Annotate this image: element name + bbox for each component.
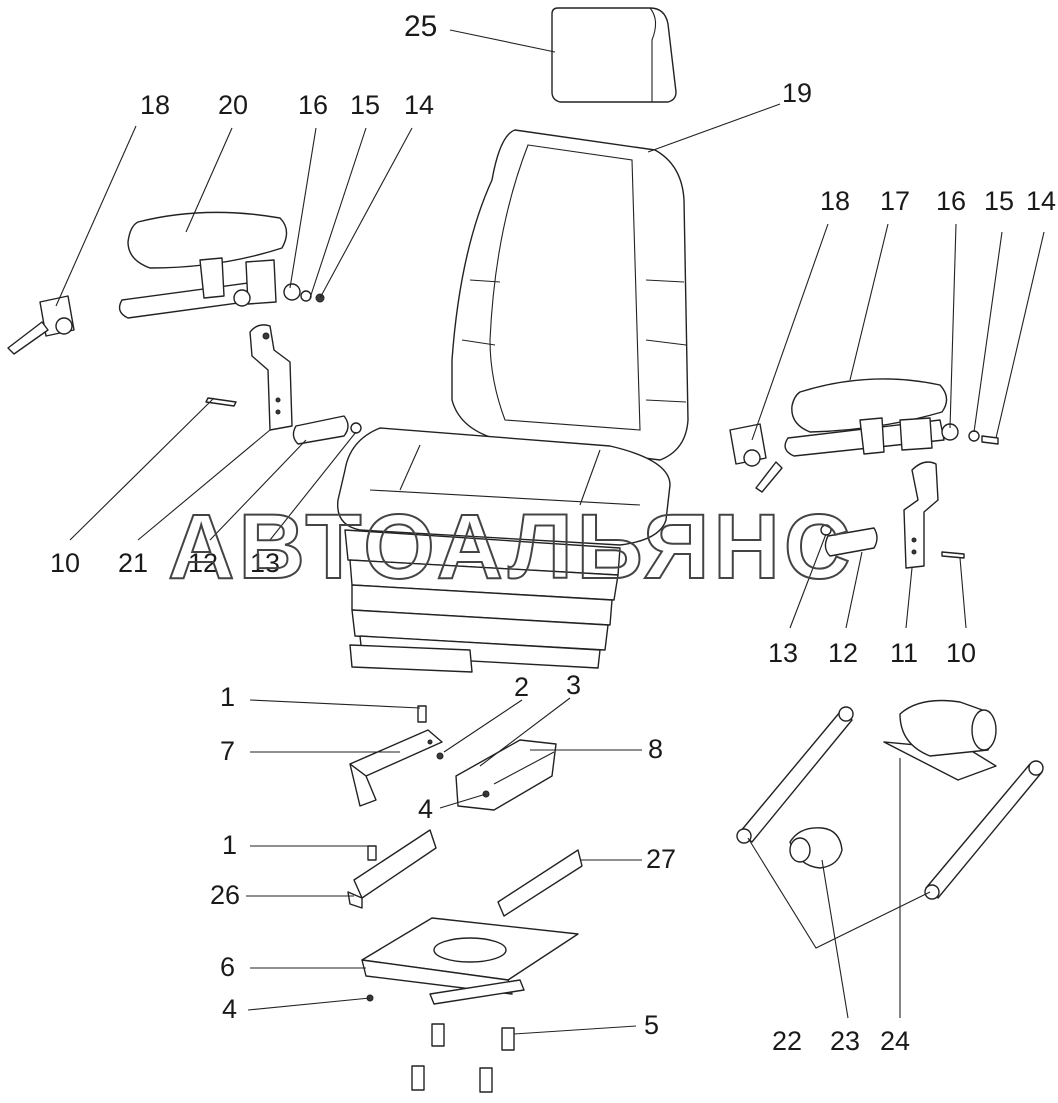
callout-10-left: 10 [50, 548, 80, 578]
leader-lines [55, 29, 1045, 1035]
callout-21: 21 [118, 548, 148, 578]
callout-15-left: 15 [350, 90, 380, 120]
headrest [551, 7, 677, 103]
callout-1-bottom: 1 [222, 830, 237, 860]
callout-12-right: 12 [828, 638, 858, 668]
callout-24: 24 [880, 1026, 910, 1056]
callout-26: 26 [210, 880, 240, 910]
callout-6: 6 [220, 952, 235, 982]
callout-20: 20 [218, 90, 248, 120]
callout-2: 2 [514, 672, 529, 702]
callout-5: 5 [644, 1010, 659, 1040]
armrest-left [118, 211, 325, 319]
callout-4-bottom: 4 [222, 994, 237, 1024]
bracket-right [820, 461, 965, 569]
watermark: АВТОАЛЬЯНС [168, 496, 854, 598]
callout-22: 22 [772, 1026, 802, 1056]
callout-10-right: 10 [946, 638, 976, 668]
suspension-bellows [344, 529, 621, 673]
callout-8: 8 [648, 734, 663, 764]
callout-27: 27 [646, 844, 676, 874]
rubber-buffer [789, 827, 843, 869]
spacers [411, 1023, 515, 1093]
callout-13-right: 13 [768, 638, 798, 668]
callout-1-top: 1 [220, 682, 235, 712]
callout-16-right: 16 [936, 186, 966, 216]
callout-18-right: 18 [820, 186, 850, 216]
callout-7: 7 [220, 736, 235, 766]
rail-27 [497, 849, 583, 917]
rail-26 [347, 829, 437, 909]
callout-14-right: 14 [1026, 186, 1056, 216]
adjuster-right [729, 423, 783, 493]
callout-17: 17 [880, 186, 910, 216]
callout-13-left: 13 [250, 548, 280, 578]
seat-backrest [451, 129, 689, 461]
callout-25: 25 [404, 10, 437, 43]
callout-labels: 25 19 18 20 16 15 14 18 17 16 15 14 10 2… [50, 10, 1056, 1056]
callout-19: 19 [782, 78, 812, 108]
bracket-left [205, 324, 293, 431]
callout-15-right: 15 [984, 186, 1014, 216]
callout-23: 23 [830, 1026, 860, 1056]
adjuster-left [7, 295, 75, 355]
mounting-bracket-8 [455, 739, 557, 811]
mounting-bracket-7 [349, 705, 444, 807]
armrest-right [784, 378, 999, 457]
callout-12-left: 12 [188, 548, 218, 578]
callout-16-left: 16 [298, 90, 328, 120]
air-spring [883, 699, 997, 781]
plate-left [292, 415, 362, 445]
callout-18-left: 18 [140, 90, 170, 120]
seat-cushion [336, 427, 671, 546]
shock-absorbers [736, 706, 1044, 900]
callout-4-top: 4 [418, 794, 433, 824]
callout-11: 11 [890, 638, 918, 668]
callout-3: 3 [566, 670, 581, 700]
base-plate [361, 917, 579, 1005]
callout-14-left: 14 [404, 90, 434, 120]
